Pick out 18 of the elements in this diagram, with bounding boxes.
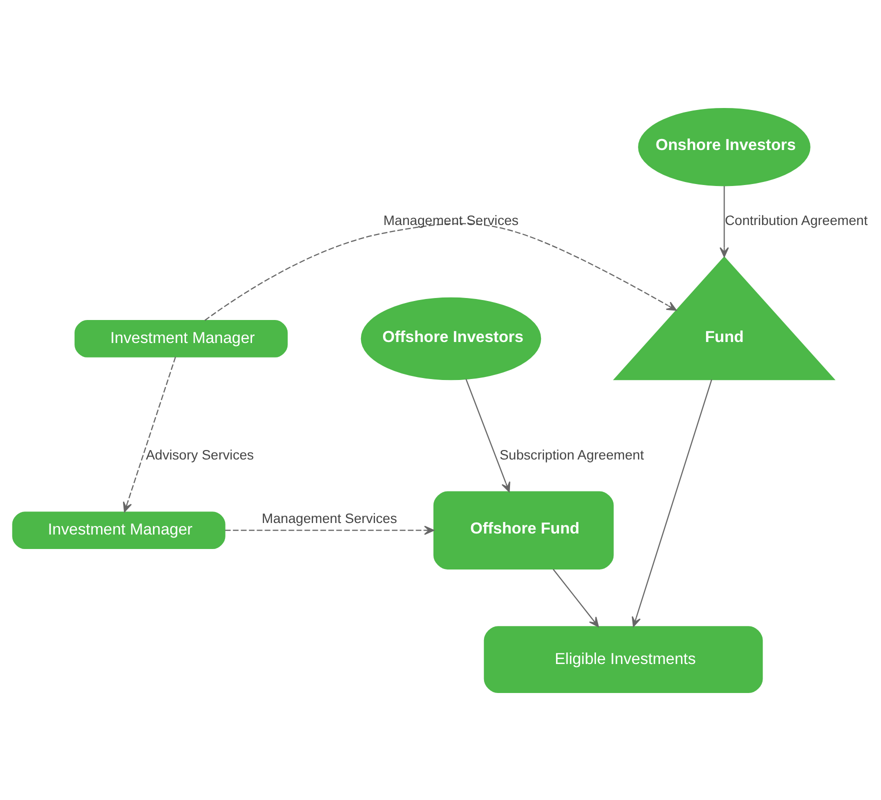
edge-label: Subscription Agreement [500, 447, 644, 462]
node-box: Eligible Investments [484, 626, 763, 693]
edge-label: Management Services [383, 212, 519, 228]
arrow [225, 525, 434, 534]
arrow [552, 568, 599, 627]
arrow [122, 356, 176, 512]
edge-label: Management Services [262, 510, 398, 526]
arrow [632, 378, 712, 626]
node-ellipse: Offshore Investors [360, 296, 542, 380]
edge-label: Contribution Agreement [724, 212, 868, 228]
node-box: Investment Manager [12, 511, 226, 549]
node-box: Offshore Fund [433, 490, 614, 569]
arrow [204, 222, 677, 320]
node-ellipse: Onshore Investors [638, 107, 810, 186]
arrow [466, 378, 510, 492]
edge-label: Advisory Services [146, 447, 254, 462]
arrow [720, 186, 729, 257]
node-box: Investment Manager [74, 320, 288, 357]
